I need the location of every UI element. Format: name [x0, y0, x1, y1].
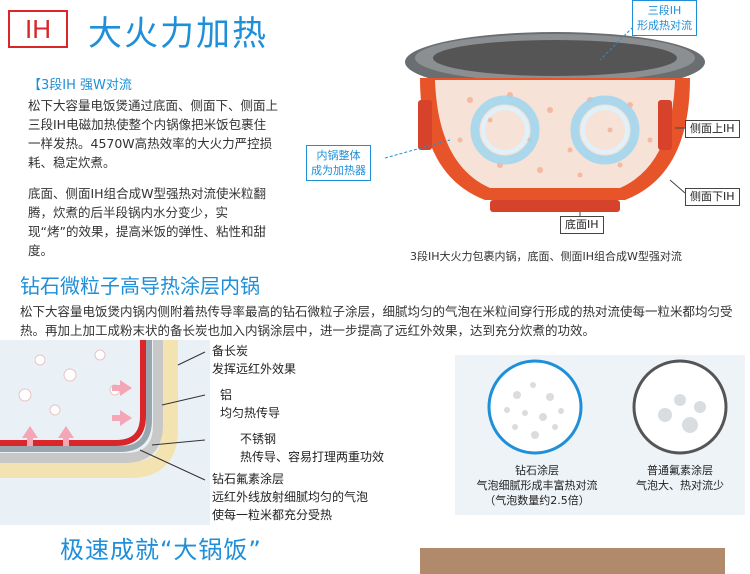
layer-stainless-desc: 热传导、容易打理两重功效	[240, 450, 385, 464]
pot-svg	[384, 19, 705, 216]
pot-caption: 3段IH大火力包裹内锅，底面、侧面IH组合成W型强对流	[410, 250, 682, 263]
layer-stainless-name: 不锈钢	[240, 432, 277, 446]
normal-coating-title: 普通氟素涂层	[647, 464, 713, 477]
label-inner-pot-heater-line1: 内锅整体	[316, 149, 361, 162]
section1-subhead: 【3段IH 强W对流	[28, 78, 132, 93]
normal-coating-circle	[632, 359, 728, 455]
diamond-coating-label: 钻石涂层 气泡细腻形成丰富热对流 （气泡数量约2.5倍）	[457, 463, 617, 508]
layer-stainless	[0, 340, 152, 452]
layer-binchotan-desc: 发挥远红外效果	[212, 362, 297, 376]
page-title: 大火力加热	[88, 14, 268, 54]
pot-illustration: 三段IH 形成热对流 内锅整体 成为加热器 侧面上IH 侧面下IH 底面IH	[306, 0, 750, 240]
label-three-stage-ih-line1: 三段IH	[647, 4, 682, 17]
layers-svg	[0, 340, 210, 525]
layer-diamond-coating	[0, 340, 146, 446]
coating-comparison: 钻石涂层 气泡细腻形成丰富热对流 （气泡数量约2.5倍） 普通氟素涂层 气泡大、…	[455, 355, 745, 515]
coating-layers-diagram: 备长炭 发挥远红外效果 铝 均匀热传导 不锈钢 热传导、容易打理两重功效 钻石氟…	[0, 340, 420, 525]
layer-binchotan-name: 备长炭	[212, 344, 249, 358]
label-three-stage-ih: 三段IH 形成热对流	[632, 0, 697, 36]
normal-coating-label: 普通氟素涂层 气泡大、热对流少	[615, 463, 745, 493]
diamond-coating-desc: 气泡细腻形成丰富热对流	[476, 479, 598, 492]
layer-label-aluminum: 铝 均匀热传导	[220, 386, 280, 422]
layer-diamond-name: 钻石氟素涂层	[212, 472, 285, 486]
diamond-coating-circle	[487, 359, 583, 455]
layer-label-diamond: 钻石氟素涂层 远红外线放射细腻均匀的气泡 使每一粒米都充分受热	[212, 470, 368, 524]
label-side-lower-ih: 侧面下IH	[685, 188, 740, 206]
rice-bowls-photo	[420, 548, 725, 574]
label-inner-pot-heater: 内锅整体 成为加热器	[306, 145, 371, 181]
section1-paragraph-1: 松下大容量电饭煲通过底面、侧面下、侧面上三段IH电磁加热使整个内锅像把米饭包裹住…	[28, 98, 279, 170]
section2-title: 钻石微粒子高导热涂层内锅	[20, 274, 260, 298]
diamond-coating-title: 钻石涂层	[515, 464, 559, 477]
label-side-upper-ih: 侧面上IH	[685, 120, 740, 138]
layer-label-stainless: 不锈钢 热传导、容易打理两重功效	[240, 430, 384, 466]
label-inner-pot-heater-line2: 成为加热器	[311, 164, 366, 177]
layer-aluminum-name: 铝	[220, 388, 233, 402]
label-bottom-ih: 底面IH	[560, 216, 604, 234]
comparison-svg	[487, 359, 728, 455]
normal-coating-desc: 气泡大、热对流少	[636, 479, 724, 492]
convection-swirls	[470, 95, 640, 165]
section2-paragraph: 松下大容量电饭煲内锅内侧附着热传导率最高的钻石微粒子涂层，细腻均匀的气泡在米粒间…	[20, 304, 733, 338]
section3-title: 极速成就“大锅饭”	[60, 536, 262, 564]
layer-label-binchotan: 备长炭 发挥远红外效果	[212, 342, 296, 378]
layer-aluminum-desc: 均匀热传导	[220, 406, 281, 420]
diamond-coating-note: （气泡数量约2.5倍）	[484, 494, 590, 507]
label-three-stage-ih-line2: 形成热对流	[637, 19, 692, 32]
layer-aluminum	[0, 340, 163, 463]
ih-badge: IH	[8, 10, 68, 48]
layer-binchotan	[0, 340, 178, 478]
section1-paragraph-2: 底面、侧面IH组合成W型强热对流使米粒翻腾，炊煮的后半段锅内水分变少，实现“烤”…	[28, 186, 266, 258]
layer-diamond-desc: 远红外线放射细腻均匀的气泡	[212, 490, 369, 504]
layer-diamond-desc2: 使每一粒米都充分受热	[212, 508, 333, 522]
